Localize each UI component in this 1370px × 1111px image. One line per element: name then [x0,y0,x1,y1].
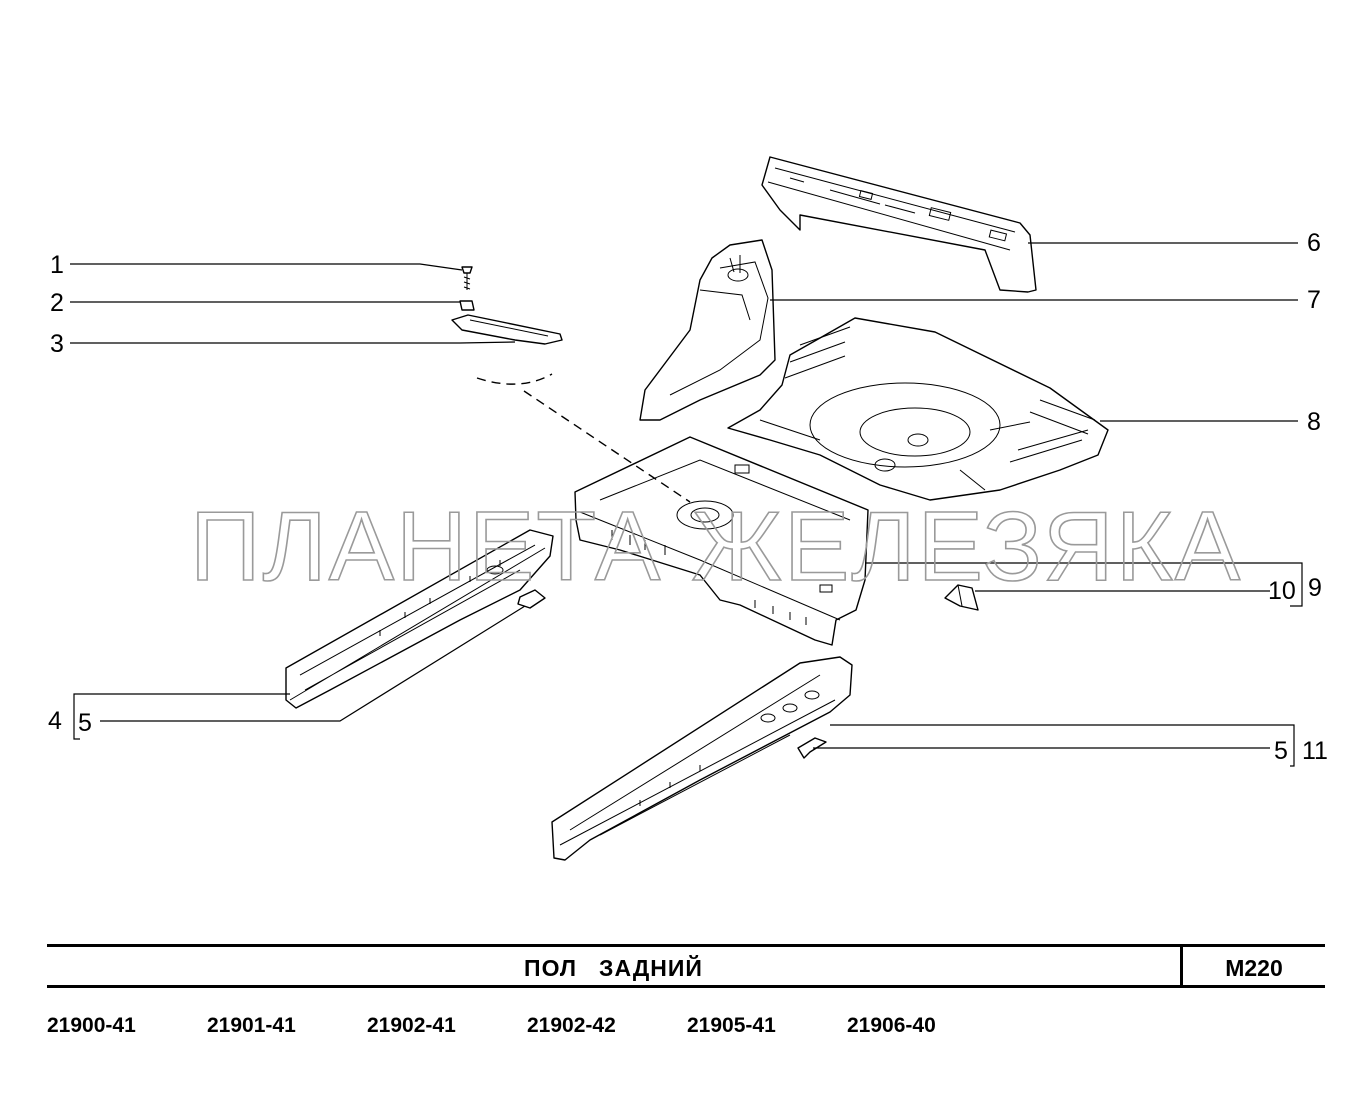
part-8-rear-floor [727,317,1109,501]
callout-6: 6 [1307,229,1321,257]
parts-1-2-3-fasteners [451,266,563,345]
part-9-floor-crossmember [574,436,869,646]
model-item: 21901-41 [207,1014,296,1037]
title-block: ПОЛ ЗАДНИЙ М220 [47,944,1325,988]
diagram-title: ПОЛ ЗАДНИЙ [47,947,1180,985]
callout-9: 9 [1308,574,1322,602]
callout-8: 8 [1307,408,1321,436]
part-11-right-member [551,656,853,861]
model-list: 21900-41 21901-41 21902-41 21902-42 2190… [47,1012,1007,1042]
parts-diagram: 1 2 3 4 5 6 7 8 9 10 5 11 ПЛАНЕТА ЖЕЛЕЗЯ… [48,156,1328,861]
part-7-side-panel [639,239,776,421]
callout-5-right: 5 [1274,737,1288,765]
model-item: 21906-40 [847,1014,936,1037]
callout-11: 11 [1302,737,1328,765]
title-word-2: ЗАДНИЙ [599,955,703,981]
callout-labels: 1 2 3 4 5 6 7 8 9 10 5 11 [48,229,1328,765]
callout-7: 7 [1307,286,1321,314]
title-divider [1180,947,1183,985]
callout-1: 1 [50,251,64,279]
part-6-rear-panel [761,156,1037,293]
title-word-1: ПОЛ [524,955,578,981]
part-4-left-member [285,529,554,709]
callout-2: 2 [50,289,64,317]
install-dashed-line [476,373,691,503]
model-item: 21902-42 [527,1014,616,1037]
watermark: ПЛАНЕТА ЖЕЛЕЗЯКА [190,491,1242,601]
part-5-left-pad [517,589,546,609]
model-item: 21902-41 [367,1014,456,1037]
leader-lines [70,242,1303,767]
callout-3: 3 [50,330,64,358]
callout-4: 4 [48,707,62,735]
diagram-code: М220 [1225,955,1283,981]
callout-5-left: 5 [78,709,92,737]
part-5-right-clip [797,737,827,759]
callout-10: 10 [1268,577,1296,605]
model-item: 21900-41 [47,1014,136,1037]
model-item: 21905-41 [687,1014,776,1037]
part-10-bracket [944,584,979,611]
